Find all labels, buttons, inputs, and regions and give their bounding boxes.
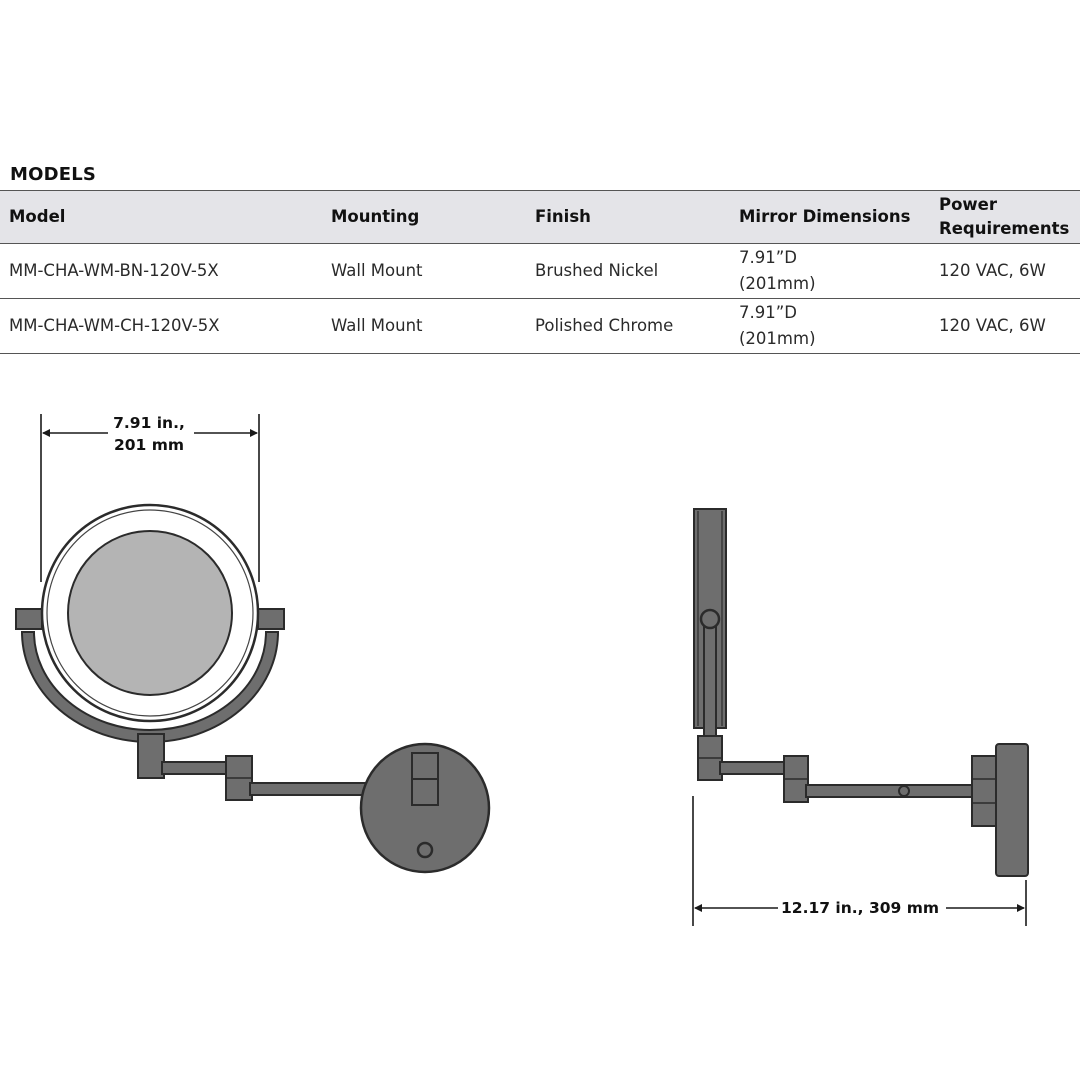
cell-model: MM-CHA-WM-CH-120V-5X: [0, 298, 322, 354]
mirror-yoke: [20, 631, 280, 743]
cell-mounting: Wall Mount: [322, 298, 526, 354]
models-table: Model Mounting Finish Mirror Dimensions …: [0, 190, 1080, 354]
mirror-glass: [67, 530, 233, 696]
front-view-drawing: 7.91 in., 201 mm: [15, 414, 491, 874]
side-wall-bracket: [971, 755, 999, 827]
side-yoke-bar: [703, 617, 717, 739]
front-dimension-label-mm: 201 mm: [114, 436, 184, 454]
cell-finish: Polished Chrome: [526, 298, 730, 354]
cell-model: MM-CHA-WM-BN-120V-5X: [0, 243, 322, 299]
front-width-dimension: [40, 414, 260, 582]
wall-plate-joint-bottom: [411, 778, 439, 806]
cell-mounting: Wall Mount: [322, 243, 526, 299]
header-power-line1: Power: [939, 195, 997, 214]
side-length-dimension: [692, 796, 1027, 926]
models-section-title: MODELS: [10, 164, 97, 185]
mirror-diameter: 7.91”D: [739, 303, 797, 322]
header-mounting: Mounting: [322, 190, 526, 244]
front-dimension-label-in: 7.91 in.,: [113, 414, 185, 432]
cell-mirror-dimensions: 7.91”D (201mm): [730, 298, 936, 354]
wall-plate-joint-top: [411, 752, 439, 780]
mirror-diameter-mm: (201mm): [739, 274, 816, 293]
mirror-frame-inner-ring: [46, 509, 254, 717]
mirror-diameter-mm: (201mm): [739, 329, 816, 348]
upper-arm: [161, 761, 229, 775]
side-wall-plate: [995, 743, 1029, 877]
table-row: MM-CHA-WM-BN-120V-5X Wall Mount Brushed …: [0, 243, 1080, 299]
arm-hinge-block: [137, 733, 165, 779]
side-dimension-label: 12.17 in., 309 mm: [781, 899, 939, 917]
mirror-diameter: 7.91”D: [739, 248, 797, 267]
left-pivot-block: [15, 608, 43, 630]
side-lower-arm: [805, 784, 975, 798]
side-view-drawing: 12.17 in., 309 mm: [692, 508, 1029, 926]
side-pivot-knob: [699, 608, 721, 630]
power-button-icon: [416, 841, 434, 859]
header-finish: Finish: [526, 190, 730, 244]
header-model: Model: [0, 190, 322, 244]
cell-finish: Brushed Nickel: [526, 243, 730, 299]
header-power-line2: Requirements: [939, 219, 1070, 238]
wall-plate: [359, 742, 491, 874]
side-upper-arm: [719, 761, 787, 775]
cell-mirror-dimensions: 7.91”D (201mm): [730, 243, 936, 299]
cell-power: 120 VAC, 6W: [936, 298, 1080, 354]
table-row: MM-CHA-WM-CH-120V-5X Wall Mount Polished…: [0, 298, 1080, 354]
right-pivot-block: [257, 608, 285, 630]
header-mirror-dimensions: Mirror Dimensions: [730, 190, 936, 244]
cell-power: 120 VAC, 6W: [936, 243, 1080, 299]
table-header-row: Model Mounting Finish Mirror Dimensions …: [0, 190, 1080, 244]
side-arm-screw: [898, 785, 910, 797]
